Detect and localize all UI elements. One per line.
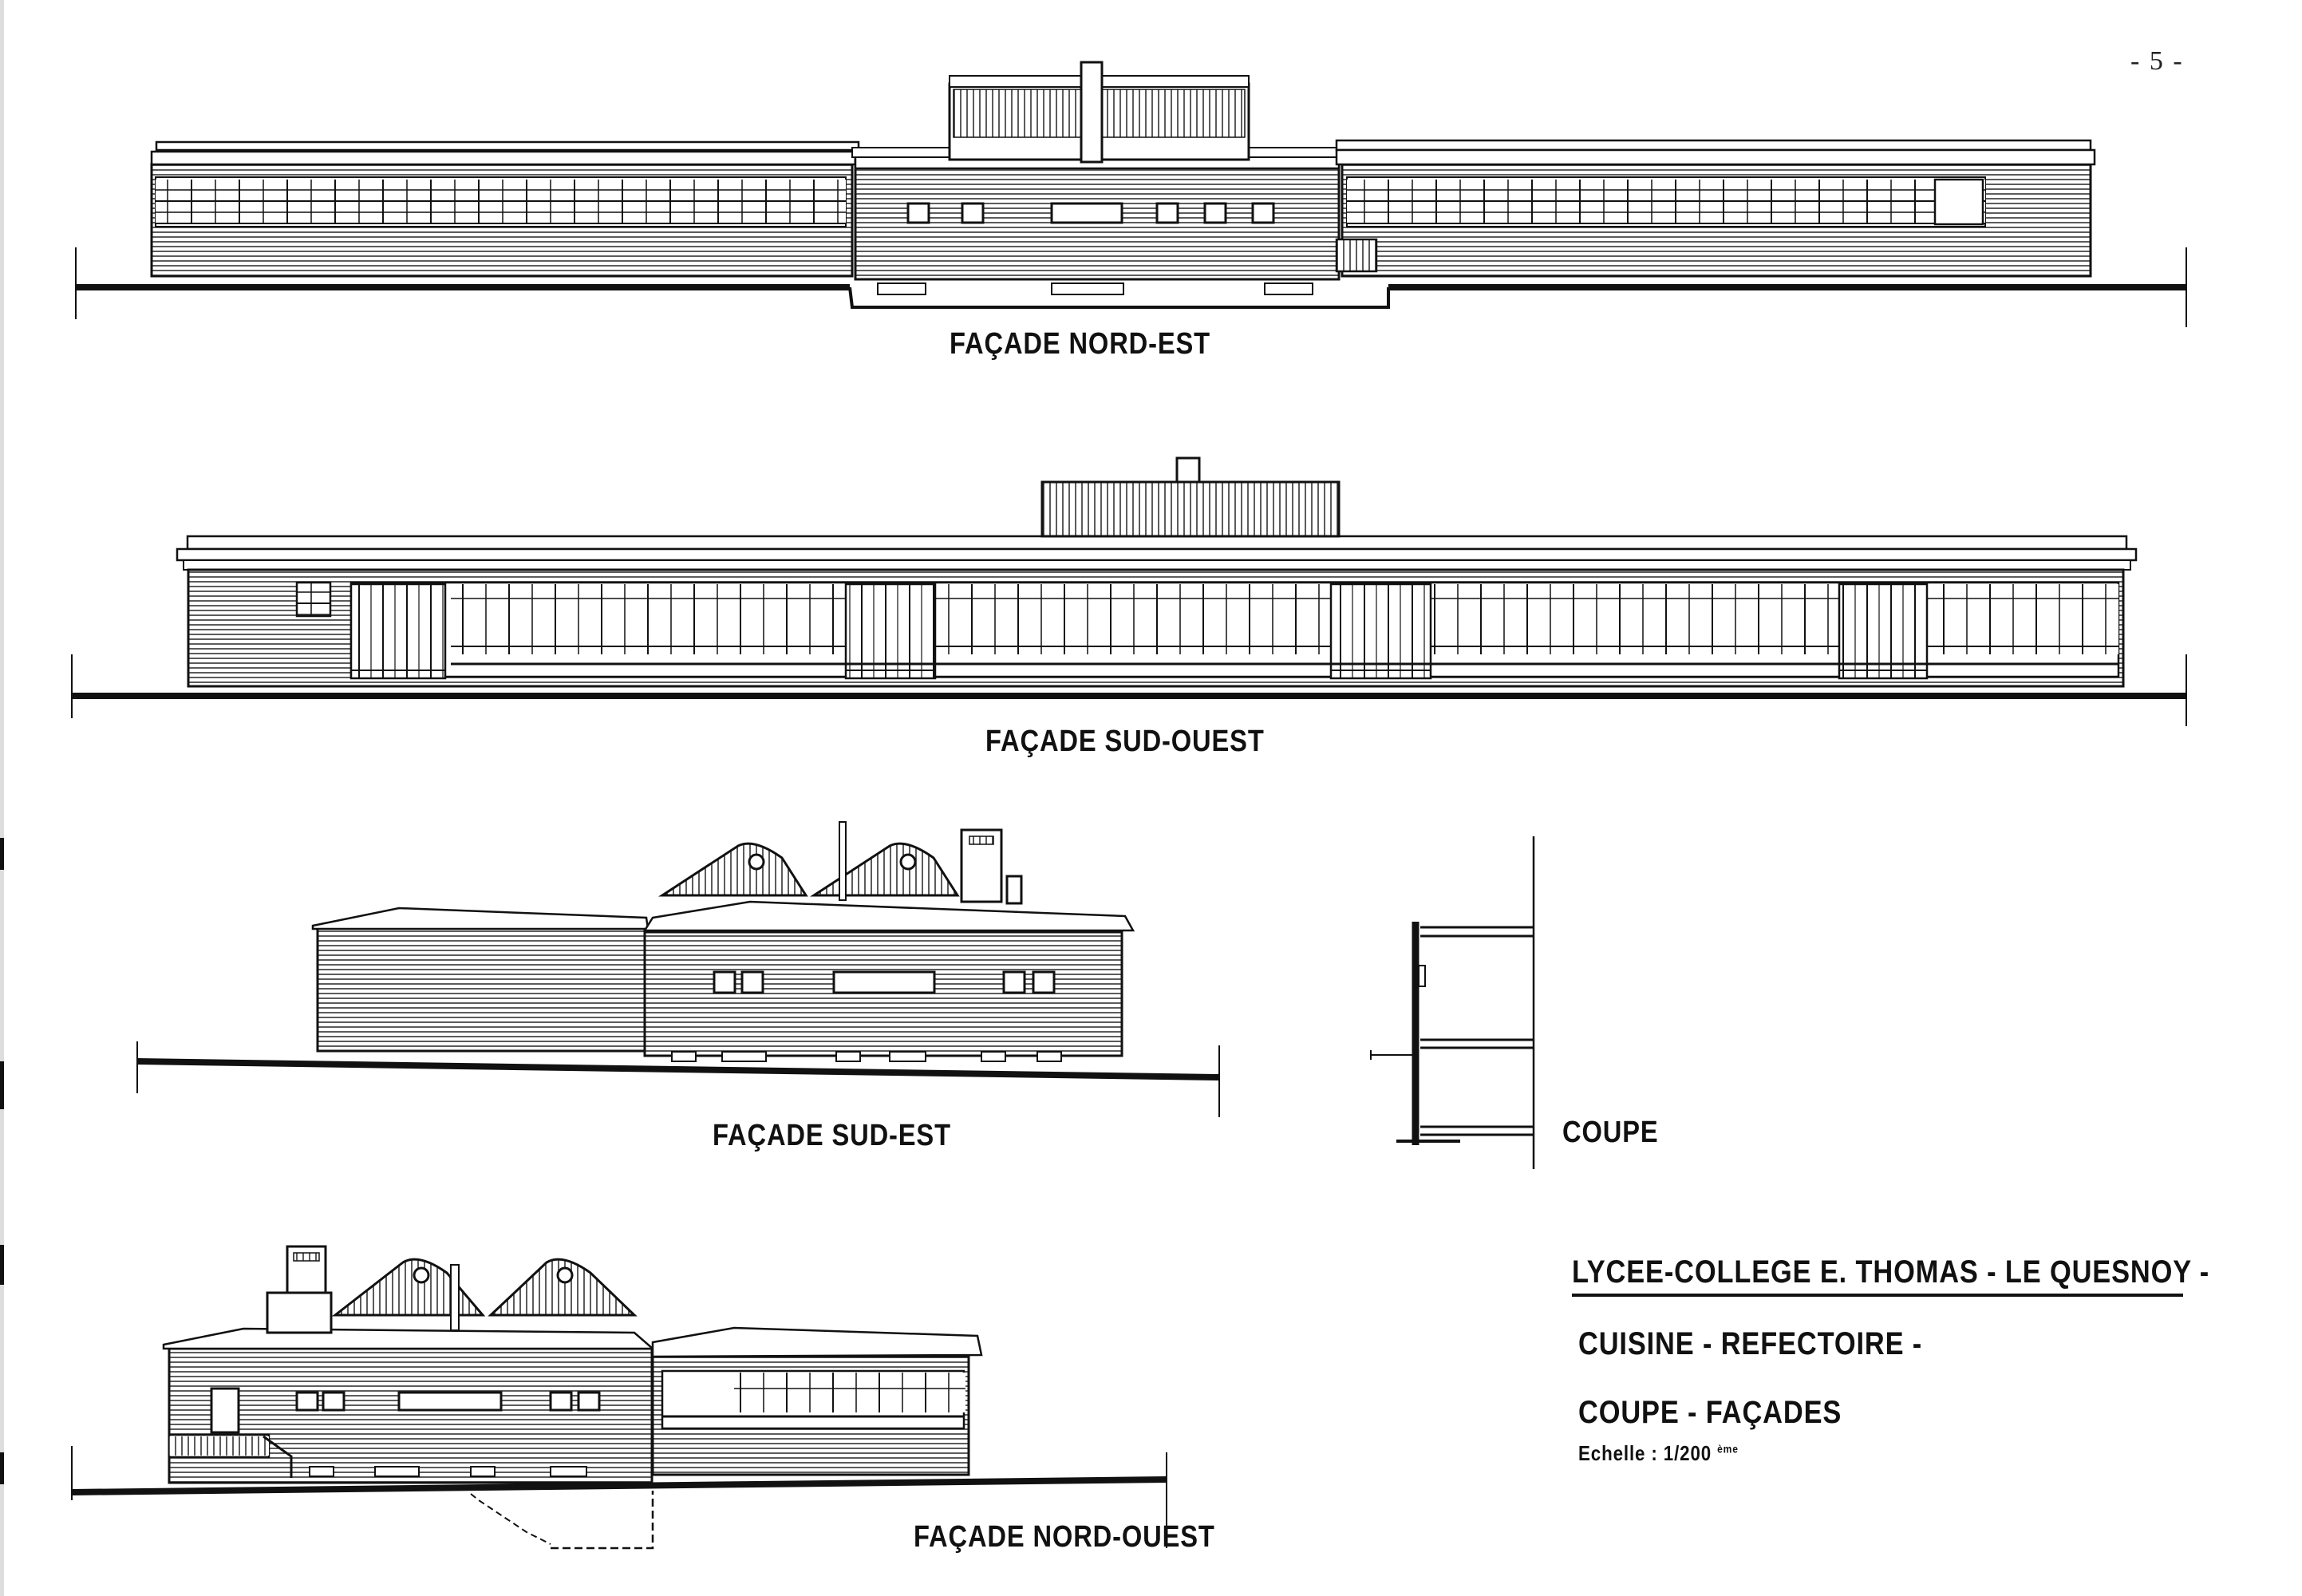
scale-suffix: ème	[1717, 1442, 1739, 1456]
title-school: LYCEE-COLLEGE E. THOMAS - LE QUESNOY -	[1572, 1254, 2210, 1290]
binding-marks	[0, 0, 4, 1596]
facade-nord-est-label: FAÇADE NORD-EST	[950, 327, 1211, 361]
scale-value: Echelle : 1/200	[1578, 1441, 1712, 1465]
facade-sud-est-label: FAÇADE SUD-EST	[713, 1119, 951, 1152]
facade-sud-est-drawing	[136, 821, 1220, 1117]
page-number: - 5 -	[2130, 46, 2184, 76]
coupe-label: COUPE	[1562, 1116, 1659, 1149]
scale-label: Echelle : 1/200 ème	[1578, 1441, 1739, 1466]
title-underline	[1572, 1294, 2183, 1297]
title-building: CUISINE - REFECTOIRE -	[1578, 1326, 1923, 1361]
facade-sud-ouest-label: FAÇADE SUD-OUEST	[985, 725, 1265, 758]
coupe-drawing	[1370, 836, 1535, 1169]
title-sheet: COUPE - FAÇADES	[1578, 1395, 1842, 1430]
facade-nord-est-drawing	[75, 61, 2187, 327]
facade-nord-ouest-drawing	[71, 1245, 1167, 1550]
facade-nord-ouest-label: FAÇADE NORD-OUEST	[914, 1520, 1215, 1554]
facade-sud-ouest-drawing	[71, 456, 2187, 726]
